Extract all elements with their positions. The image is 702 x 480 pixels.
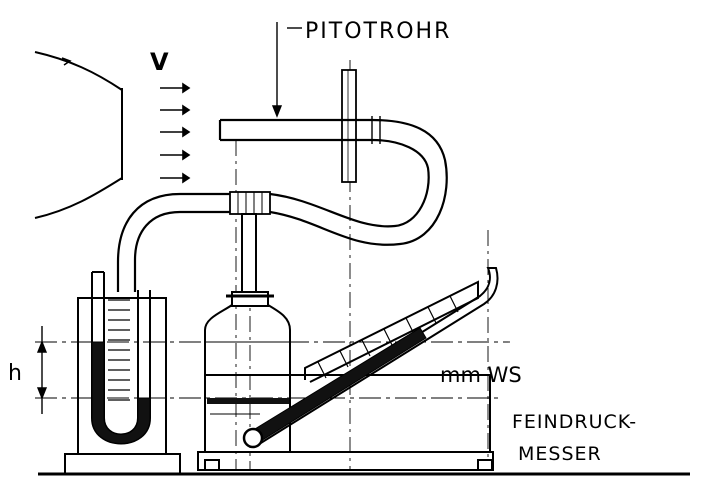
flow-arrow-icon xyxy=(160,172,191,184)
dimension-arrow-icon xyxy=(36,340,48,353)
manometer-scale xyxy=(108,299,130,401)
velocity-label: V xyxy=(150,48,169,76)
manometer-base xyxy=(64,453,181,475)
dimension-arrow-icon xyxy=(36,387,48,400)
construction-lines xyxy=(35,60,510,470)
flow-arrow-icon xyxy=(160,104,191,116)
unit-label: mm WS xyxy=(440,363,522,387)
fine-pressure-gauge xyxy=(197,267,499,471)
gauge-base xyxy=(197,451,494,471)
manometer-fluid xyxy=(91,341,151,444)
gauge-feed-tube xyxy=(241,213,257,293)
tube-coupling xyxy=(229,191,271,215)
reservoir-fluid xyxy=(207,398,289,404)
pitot-leader xyxy=(271,22,302,118)
h-dimension xyxy=(36,326,48,414)
inclined-fluid xyxy=(249,327,427,445)
flow-arrow-icon xyxy=(160,149,191,161)
inclined-tube xyxy=(251,267,499,447)
nozzle xyxy=(34,51,123,219)
flow-arrow-icon xyxy=(160,126,191,138)
pitot-mount-rod xyxy=(341,69,357,183)
gauge-feet xyxy=(204,459,493,471)
flow-arrows xyxy=(160,82,191,184)
flow-arrow-icon xyxy=(160,82,191,94)
gauge-scale xyxy=(304,280,479,383)
height-label: h xyxy=(8,361,22,386)
u-tube-manometer xyxy=(64,271,181,475)
gauge-label-line1: FEINDRUCK- xyxy=(512,411,637,433)
gauge-label-line2: MESSER xyxy=(518,443,602,465)
pitot-tube xyxy=(218,116,448,246)
pitot-label: PITOTROHR xyxy=(305,19,451,44)
gauge-scale-ticks xyxy=(317,295,459,379)
connecting-tube xyxy=(116,192,250,292)
